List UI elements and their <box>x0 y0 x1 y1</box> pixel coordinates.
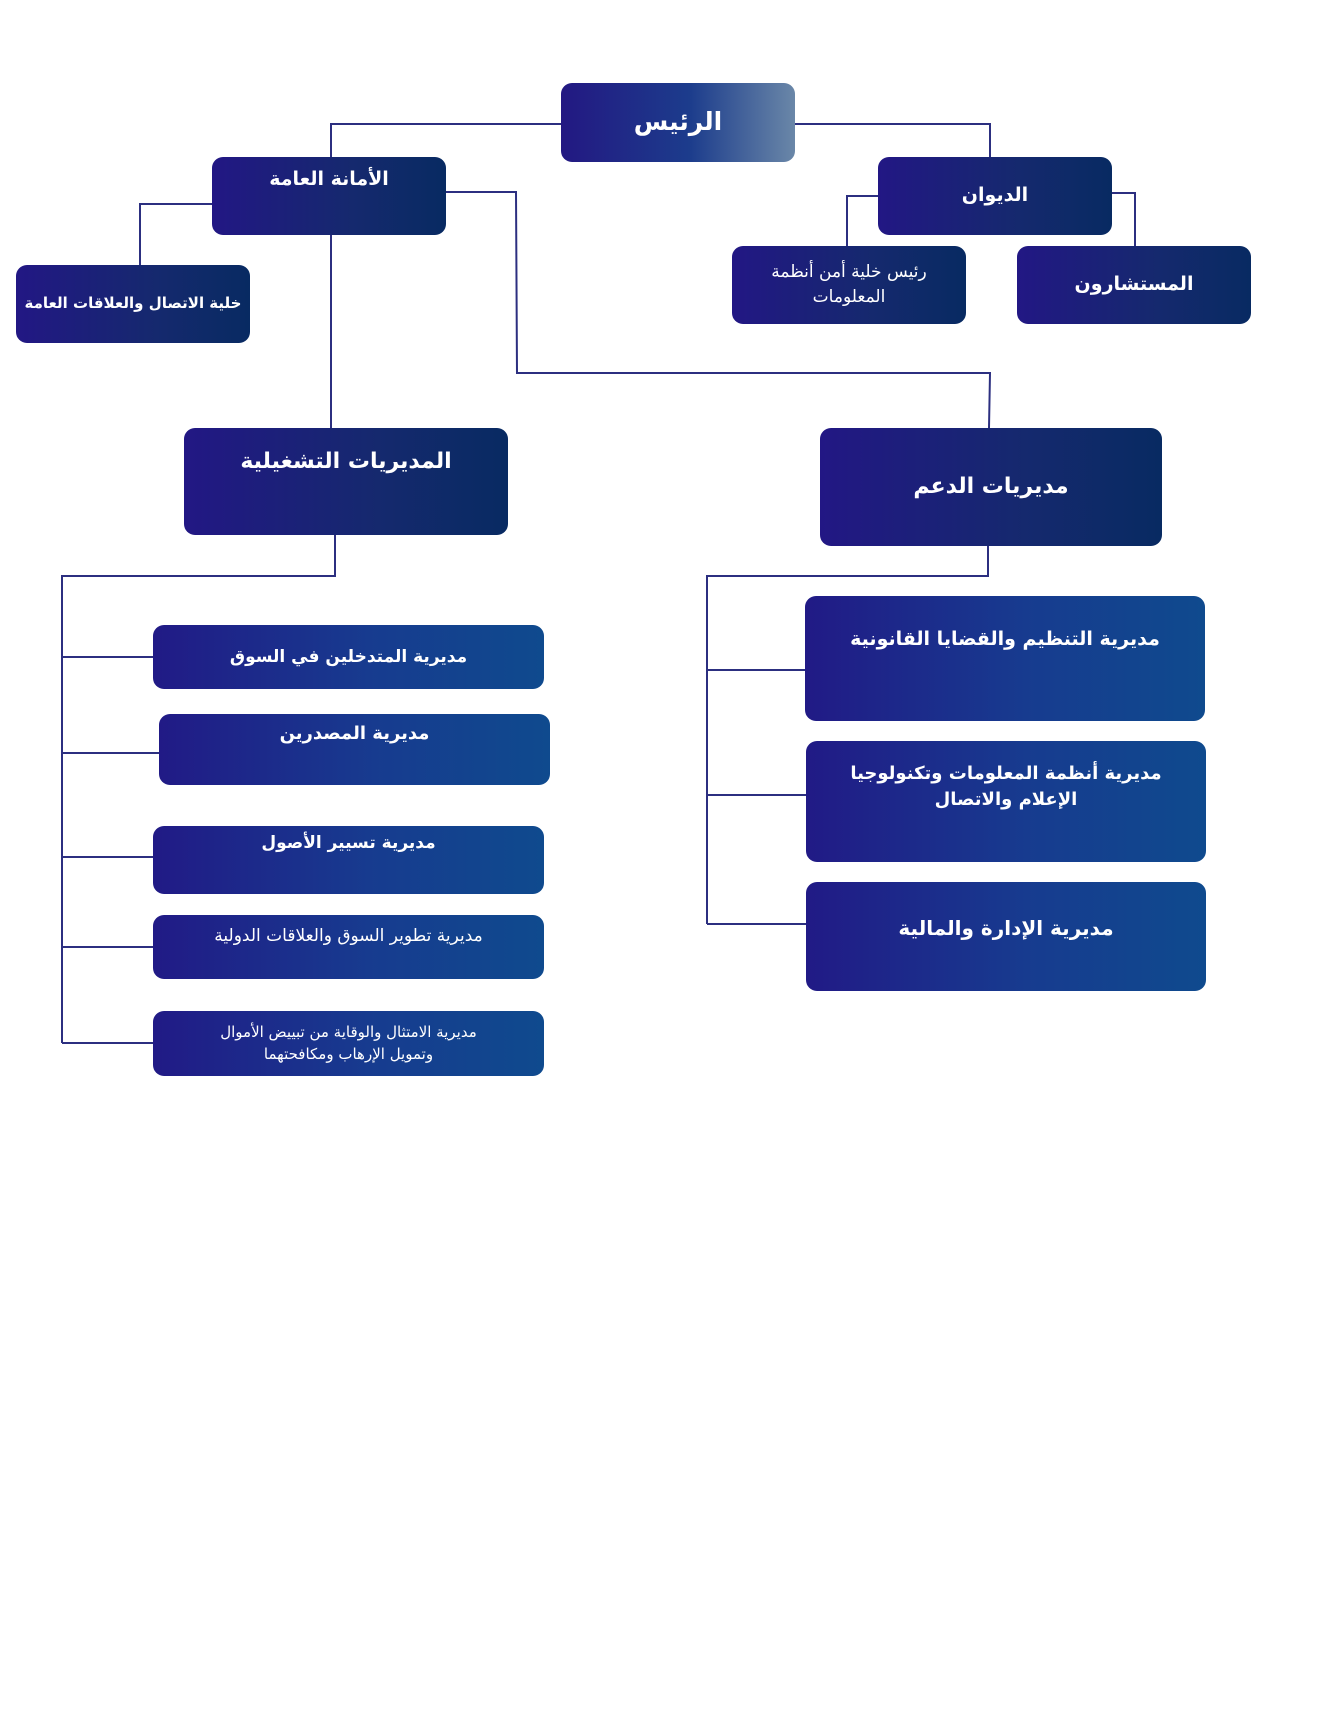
comm-cell-box: خلية الاتصال والعلاقات العامة <box>16 265 250 343</box>
sup-directorate-item: مديرية الإدارة والمالية <box>806 882 1206 991</box>
line-secretariat-support <box>446 191 992 429</box>
sup-directorate-item: مديرية أنظمة المعلومات وتكنولوجيا الإعلا… <box>806 741 1206 862</box>
secretariat-box: الأمانة العامة <box>212 157 446 235</box>
op-item-label: مديرية المتدخلين في السوق <box>229 646 468 667</box>
security-cell-box: رئيس خلية أمن أنظمة المعلومات <box>732 246 966 324</box>
support-directorates-box: مديريات الدعم <box>820 428 1162 546</box>
president-label: الرئيس <box>633 107 723 137</box>
president-box: الرئيس <box>561 83 795 162</box>
advisors-label: المستشارون <box>1074 273 1194 296</box>
line-diwan-advisors <box>1112 192 1136 246</box>
operational-title: المديريات التشغيلية <box>240 449 452 474</box>
op-item-label: مديرية تسيير الأصول <box>261 833 436 853</box>
operational-directorates-box: المديريات التشغيلية <box>184 428 508 535</box>
comm-cell-label: خلية الاتصال والعلاقات العامة <box>24 294 242 313</box>
op-item-label: مديرية الامتثال والوقاية من تبييض الأموا… <box>220 1022 477 1063</box>
line-president-diwan <box>795 123 991 157</box>
support-title: مديريات الدعم <box>913 474 1069 500</box>
secretariat-label: الأمانة العامة <box>269 168 389 190</box>
line-diwan-security <box>846 195 878 246</box>
op-item-label: مديرية المصدرين <box>279 723 430 744</box>
line-support-spine <box>706 546 989 924</box>
line-operational-spine <box>61 535 336 1043</box>
sup-item-label: مديرية أنظمة المعلومات وتكنولوجيا الإعلا… <box>850 763 1162 811</box>
line-secretariat-comm <box>139 203 212 265</box>
sup-item-label: مديرية الإدارة والمالية <box>898 916 1114 940</box>
line-president-secretariat <box>330 123 561 157</box>
diwan-box: الديوان <box>878 157 1112 235</box>
op-directorate-item: مديرية المتدخلين في السوق <box>153 625 544 689</box>
advisors-box: المستشارون <box>1017 246 1251 324</box>
sup-directorate-item: مديرية التنظيم والقضايا القانونية <box>805 596 1205 721</box>
security-cell-label: رئيس خلية أمن أنظمة المعلومات <box>771 262 927 307</box>
op-directorate-item: مديرية تسيير الأصول <box>153 826 544 894</box>
op-item-label: مديرية تطوير السوق والعلاقات الدولية <box>214 926 483 946</box>
sup-item-label: مديرية التنظيم والقضايا القانونية <box>850 628 1160 650</box>
op-directorate-item: مديرية الامتثال والوقاية من تبييض الأموا… <box>153 1011 544 1076</box>
op-directorate-item: مديرية تطوير السوق والعلاقات الدولية <box>153 915 544 979</box>
op-directorate-item: مديرية المصدرين <box>159 714 550 785</box>
diwan-label: الديوان <box>961 184 1029 207</box>
